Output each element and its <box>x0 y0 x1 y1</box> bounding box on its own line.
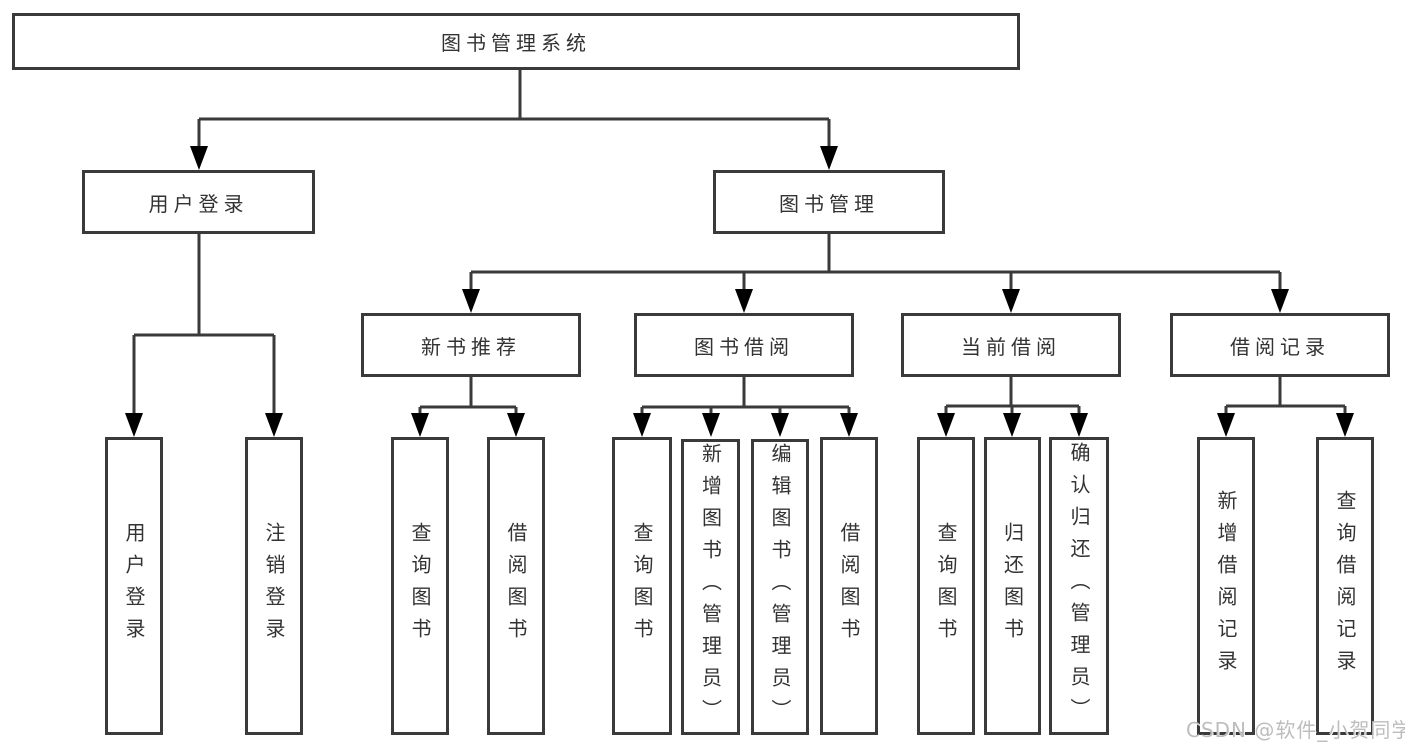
node-borrow-records-label: 借阅记录 <box>1230 334 1330 359</box>
leaf-bb-borrow-books-label: 借阅图书 <box>837 522 861 650</box>
leaf-br-query-record: 查询借阅记录 <box>1316 437 1374 735</box>
node-borrow-records: 借阅记录 <box>1170 313 1390 377</box>
leaf-nb-query-books: 查询图书 <box>391 437 449 735</box>
node-root-label: 图书管理系统 <box>441 31 591 55</box>
node-current-borrowing-label: 当前借阅 <box>961 334 1061 359</box>
leaf-br-add-record: 新增借阅记录 <box>1197 437 1255 735</box>
leaf-cb-query-books: 查询图书 <box>917 437 975 735</box>
leaf-br-query-record-label: 查询借阅记录 <box>1333 490 1357 682</box>
leaf-user-login: 用户登录 <box>105 437 163 735</box>
leaf-nb-borrow-books: 借阅图书 <box>487 437 545 735</box>
node-book-borrowing-label: 图书借阅 <box>694 334 794 359</box>
leaf-cb-return-books: 归还图书 <box>984 437 1041 735</box>
leaf-nb-borrow-books-label: 借阅图书 <box>504 522 528 650</box>
node-book-management: 图书管理 <box>713 170 945 234</box>
leaf-cb-confirm-return-admin-label: 确认归还（管理员） <box>1067 442 1091 730</box>
leaf-bb-query-books-label: 查询图书 <box>630 522 654 650</box>
leaf-logout: 注销登录 <box>245 437 303 735</box>
leaf-cb-confirm-return-admin: 确认归还（管理员） <box>1049 437 1109 735</box>
leaf-cb-query-books-label: 查询图书 <box>934 522 958 650</box>
node-new-book-recommend: 新书推荐 <box>361 313 581 377</box>
node-book-management-label: 图书管理 <box>779 191 879 216</box>
leaf-bb-add-books-admin-label: 新增图书（管理员） <box>698 443 723 731</box>
node-new-book-recommend-label: 新书推荐 <box>421 334 521 359</box>
node-current-borrowing: 当前借阅 <box>901 313 1121 377</box>
leaf-nb-query-books-label: 查询图书 <box>408 522 432 650</box>
csdn-watermark: CSDN @软件_小贺同学 <box>1186 718 1405 742</box>
leaf-bb-query-books: 查询图书 <box>612 437 672 735</box>
leaf-bb-add-books-admin: 新增图书（管理员） <box>681 439 740 735</box>
leaf-bb-borrow-books: 借阅图书 <box>820 437 878 735</box>
leaf-bb-edit-books-admin-label: 编辑图书（管理员） <box>768 443 792 731</box>
leaf-br-add-record-label: 新增借阅记录 <box>1214 490 1238 682</box>
leaf-logout-label: 注销登录 <box>262 522 286 650</box>
leaf-bb-edit-books-admin: 编辑图书（管理员） <box>751 439 809 735</box>
node-root-library-system: 图书管理系统 <box>12 13 1020 70</box>
leaf-user-login-label: 用户登录 <box>122 522 146 650</box>
node-user-login-label: 用户登录 <box>148 191 249 216</box>
node-book-borrowing: 图书借阅 <box>634 313 854 377</box>
node-user-login: 用户登录 <box>82 170 315 234</box>
leaf-cb-return-books-label: 归还图书 <box>1000 522 1025 650</box>
